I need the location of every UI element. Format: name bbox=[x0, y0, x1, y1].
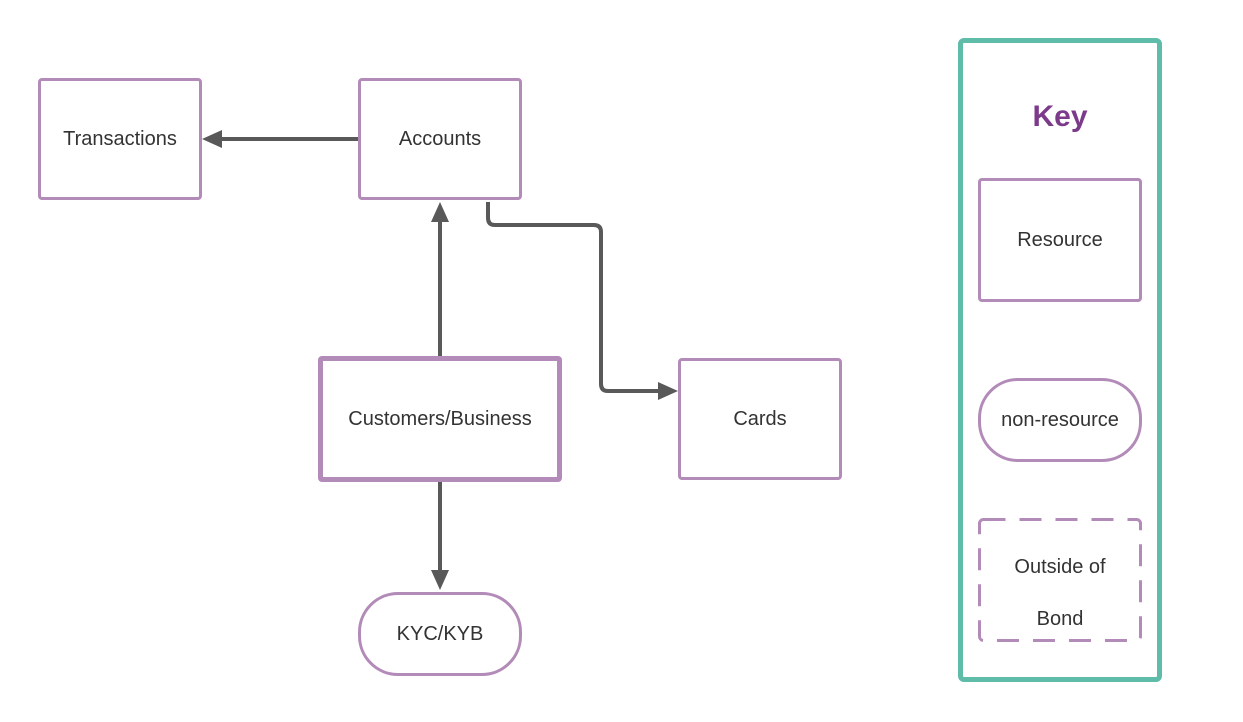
dashed-border bbox=[978, 518, 1142, 642]
key-title: Key bbox=[1032, 100, 1088, 133]
node-customers-business-label: Customers/Business bbox=[348, 408, 532, 430]
key-non-resource-label: non-resource bbox=[1001, 409, 1119, 431]
node-cards-label: Cards bbox=[733, 408, 787, 430]
node-accounts-label: Accounts bbox=[398, 128, 482, 150]
arrowhead-cards bbox=[658, 382, 678, 400]
key-non-resource-sample: non-resource bbox=[978, 378, 1142, 462]
node-cards: Cards bbox=[678, 358, 842, 480]
key-outside-line1: Outside of bbox=[1014, 556, 1106, 578]
node-kyc-kyb-label: KYC/KYB bbox=[396, 623, 484, 645]
key-outside-of-bond-sample: Outside of Bond bbox=[978, 518, 1142, 642]
arrowhead-accounts bbox=[431, 202, 449, 222]
arrowhead-kyc bbox=[431, 570, 449, 590]
arrowhead-transactions bbox=[202, 130, 222, 148]
node-transactions-label: Transactions bbox=[63, 128, 177, 150]
key-outside-of-bond-label: Outside of Bond bbox=[990, 528, 1130, 632]
node-transactions: Transactions bbox=[38, 78, 202, 200]
node-customers-business: Customers/Business bbox=[318, 356, 562, 482]
key-outside-line2: Bond bbox=[1036, 608, 1084, 630]
node-kyc-kyb: KYC/KYB bbox=[358, 592, 522, 676]
key-resource-label: Resource bbox=[1017, 229, 1103, 251]
node-accounts: Accounts bbox=[358, 78, 522, 200]
key-resource-sample: Resource bbox=[978, 178, 1142, 302]
